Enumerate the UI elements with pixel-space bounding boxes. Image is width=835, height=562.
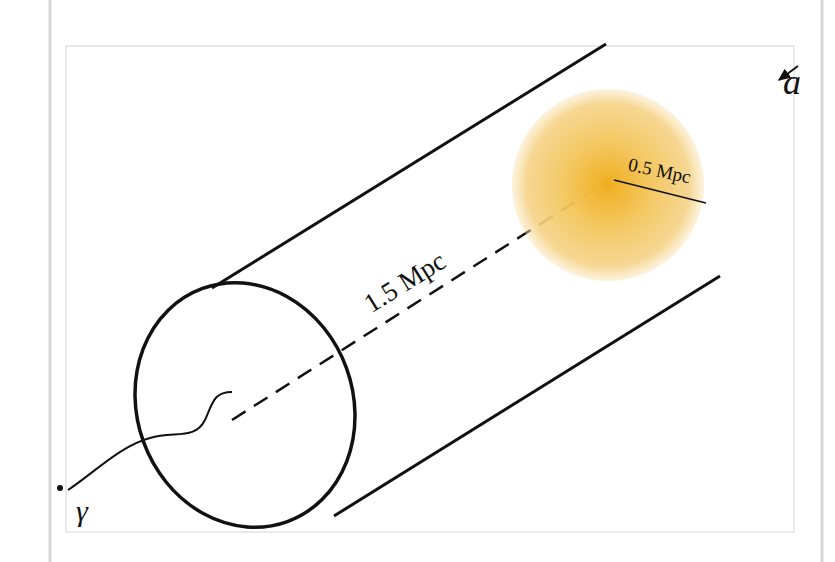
panel-frame [66, 46, 794, 532]
galaxy-cluster [512, 89, 704, 281]
radius-line [614, 180, 706, 203]
photon-line [68, 392, 232, 490]
cylinder-end [101, 252, 389, 559]
length-dimension: 1.5 Mpc [360, 247, 451, 318]
cylinder-side [334, 276, 720, 516]
axion-symbol: a [783, 64, 801, 100]
radius-dimension: 0.5 Mpc [627, 154, 693, 186]
panel-edge [49, 0, 52, 562]
bullet-dot [57, 485, 63, 491]
photon-symbol: γ [76, 496, 88, 526]
panel-edge [821, 0, 824, 562]
